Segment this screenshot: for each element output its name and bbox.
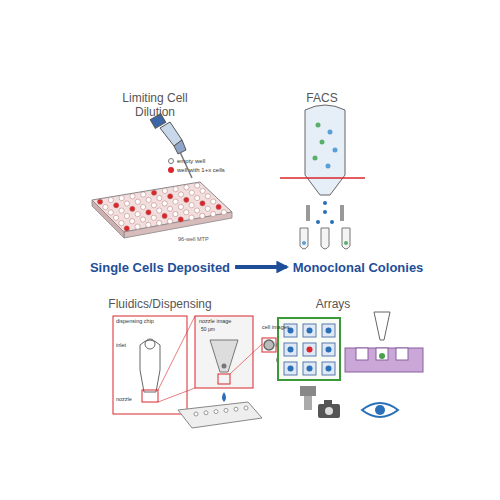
part-label: nozzle <box>116 396 132 402</box>
part-label: 50 µm <box>201 327 215 333</box>
part-label: nozzle image <box>199 318 231 324</box>
stage-label: Single Cells Deposited <box>87 258 233 277</box>
legend-text: well with 1+x cells <box>177 167 225 173</box>
method-title: Arrays <box>316 298 351 312</box>
part-label: 96-well MTP <box>178 236 209 242</box>
method-title: FACS <box>306 92 337 106</box>
part-label: cell images <box>262 324 290 330</box>
legend-swatch <box>168 158 174 164</box>
stage-text: Monoclonal Colonies <box>290 258 427 277</box>
legend-swatch <box>168 167 174 173</box>
microtiter-plate <box>92 182 232 238</box>
legend-entry: empty well <box>168 158 205 164</box>
method-title: Fluidics/Dispensing <box>108 298 211 312</box>
part-label: dispensing chip <box>116 318 154 324</box>
legend-entry: well with 1+x cells <box>168 167 225 173</box>
part-label: inlet <box>116 342 126 348</box>
facs-sorter <box>280 105 365 249</box>
legend-text: empty well <box>177 158 205 164</box>
stage-text: Single Cells Deposited <box>87 258 233 277</box>
dispensing-illustration <box>113 316 301 428</box>
stage-label: Monoclonal Colonies <box>290 258 427 277</box>
flow-arrow <box>235 265 287 269</box>
method-title: Limiting Cell Dilution <box>110 92 200 120</box>
array-illustration <box>278 312 423 418</box>
